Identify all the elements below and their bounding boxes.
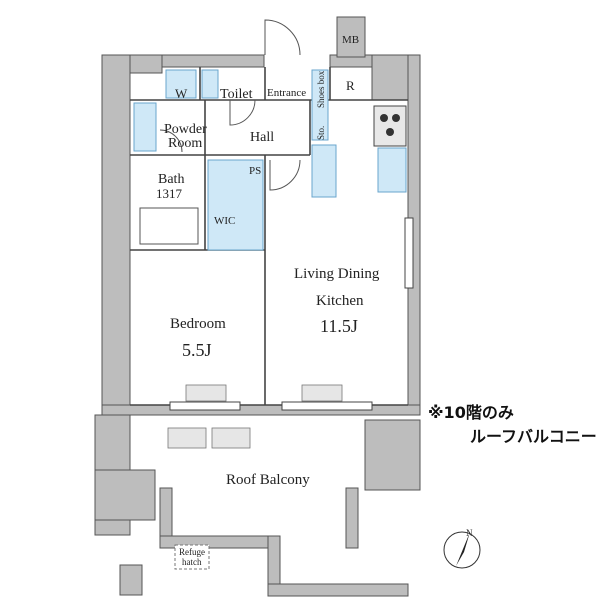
- washer-fixture: [165, 69, 197, 99]
- side-window: [404, 217, 414, 289]
- note-line-1: ※10階のみ: [428, 403, 514, 422]
- room-labels: MB W Toilet Entrance Shoes box R Powder …: [156, 34, 380, 567]
- refuge-label-2: hatch: [182, 557, 202, 567]
- shoes-box-label: Shoes box: [316, 70, 326, 108]
- entrance-door-icon: [264, 19, 301, 56]
- bedroom-label: Bedroom: [170, 316, 226, 332]
- refuge-hatch: [174, 544, 210, 570]
- bedroom-window: [169, 401, 241, 411]
- sto-label: Sto.: [316, 126, 326, 140]
- doors: [159, 19, 301, 191]
- roof-balcony-label: Roof Balcony: [226, 472, 310, 488]
- entrance-label: Entrance: [267, 87, 306, 99]
- windows: [169, 217, 414, 411]
- outdoor-units: [167, 384, 343, 449]
- ldk-size-label: 11.5J: [320, 316, 358, 336]
- shoes-box-fixture: [311, 69, 329, 141]
- ldk-label-2: Kitchen: [316, 293, 364, 309]
- ldk-label-1: Living Dining: [294, 266, 380, 282]
- bedroom-size-label: 5.5J: [182, 340, 212, 360]
- walls: [94, 16, 421, 597]
- w-label: W: [175, 86, 188, 101]
- wic-shelf: [207, 159, 264, 251]
- powder-label-2: Room: [168, 136, 202, 151]
- range-icon: [373, 105, 407, 147]
- toilet-label: Toilet: [220, 87, 253, 102]
- toilet-door-icon: [229, 99, 256, 126]
- compass-icon: N: [443, 528, 481, 569]
- fridge-space: [311, 144, 337, 198]
- bathtub: [139, 207, 199, 245]
- wic-label: WIC: [214, 215, 235, 227]
- ldk-window: [281, 401, 373, 411]
- r-label: R: [346, 78, 355, 93]
- mb-label: MB: [342, 34, 359, 46]
- ps-label: PS: [249, 165, 261, 177]
- powder-basin: [133, 102, 157, 152]
- refuge-label-1: Refuge: [179, 547, 205, 557]
- powder-label-1: Powder: [164, 122, 207, 137]
- bath-size-label: 1317: [156, 186, 183, 201]
- hall-label: Hall: [250, 130, 274, 145]
- powder-door-icon: [159, 129, 183, 153]
- sink-counter: [377, 147, 407, 193]
- compass-label: N: [466, 528, 473, 538]
- note-line-2: ルーフバルコニー: [470, 427, 597, 446]
- fixtures: [133, 69, 407, 251]
- toilet-fixture: [201, 69, 219, 99]
- hall-door-icon: [269, 159, 301, 191]
- bath-label: Bath: [158, 172, 184, 187]
